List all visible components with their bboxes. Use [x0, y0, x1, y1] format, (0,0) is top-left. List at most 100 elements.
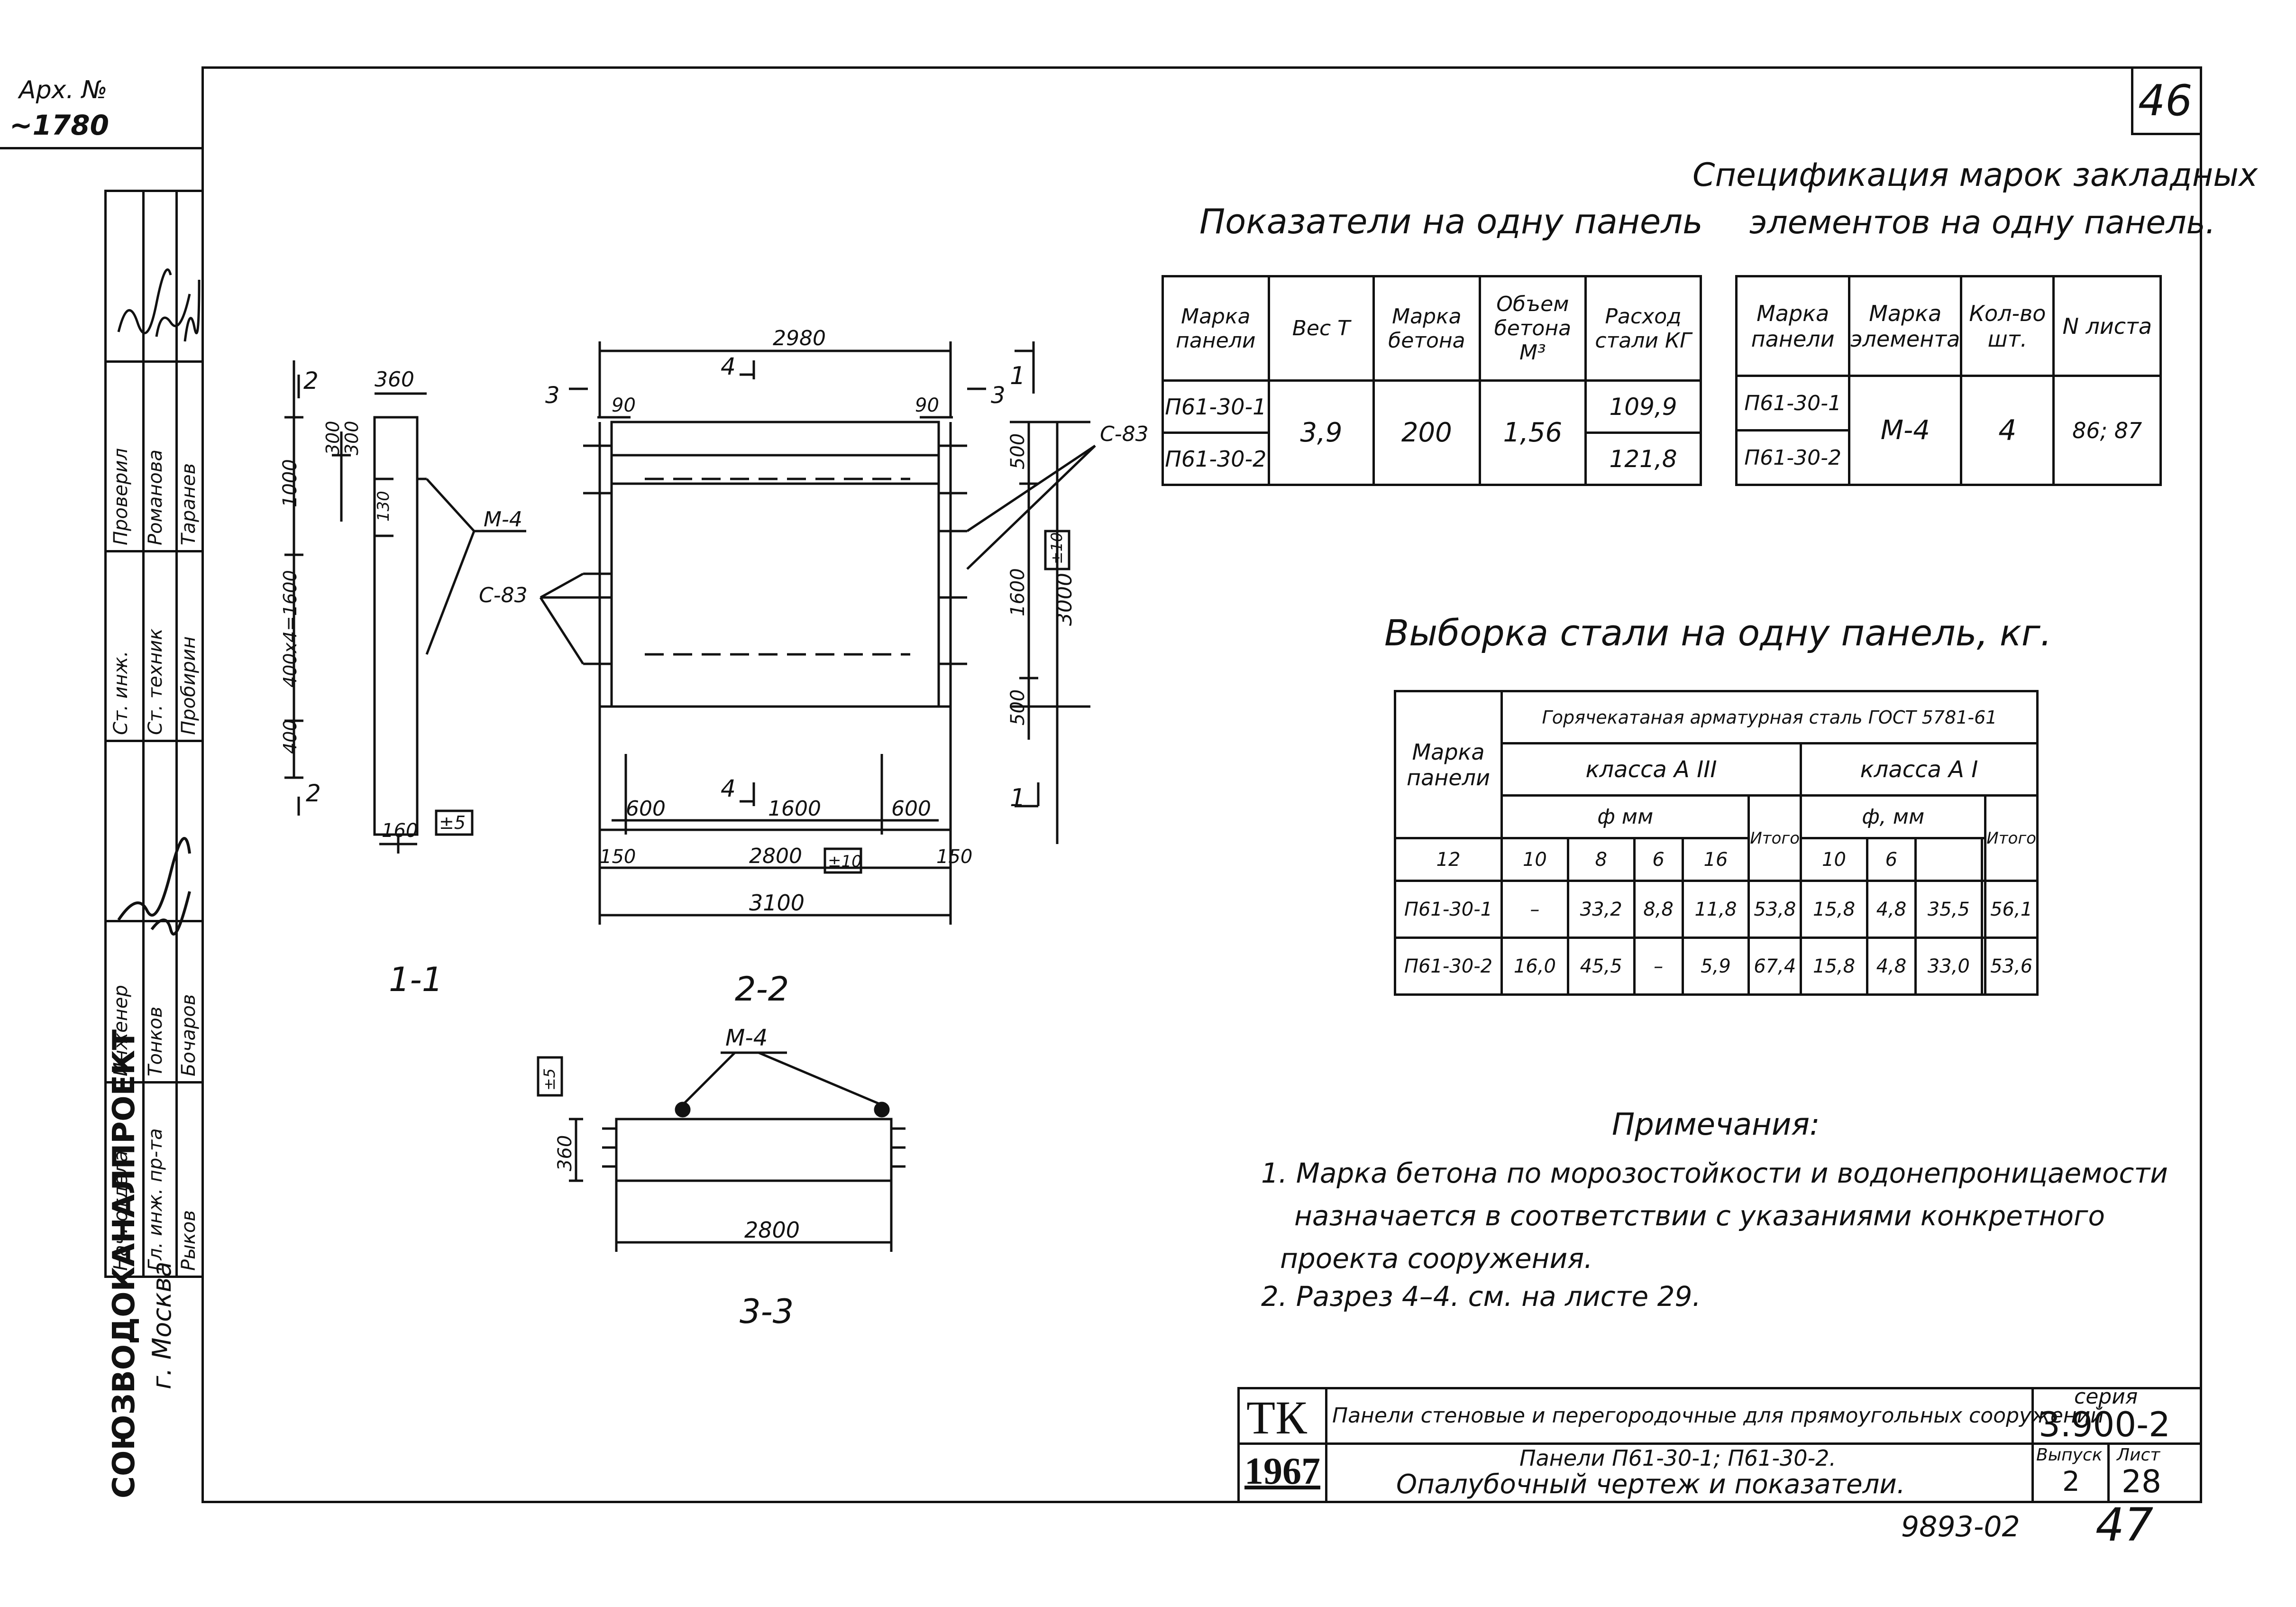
note-line-2: назначается в соответствии с указаниями … [1294, 1200, 2105, 1232]
tk-label: ТК [1246, 1391, 1307, 1444]
embedded-title-1: Спецификация марок закладных [1692, 156, 2258, 194]
mark-s2b: 2 [306, 780, 321, 807]
dim-500b: 500 [1007, 689, 1029, 725]
note-line-4: 2. Разрез 4–4. см. на листе 29. [1261, 1280, 1701, 1313]
emb-sheet: 86; 87 [2052, 375, 2162, 486]
steel-dia: 8 [1566, 837, 1636, 882]
dim-400x4: 400х4=1600 [280, 570, 301, 688]
steel-total: 53,8 [1747, 880, 1802, 939]
note-line-1: 1. Марка бетона по морозостойкости и вод… [1261, 1157, 2168, 1189]
embedded-title-2: элементов на одну панель. [1749, 204, 2216, 241]
steel-title: Выборка стали на одну панель, кг. [1384, 612, 2052, 654]
ind-h-weight: Вес Т [1267, 275, 1375, 382]
series-number: 3.900-2 [2039, 1405, 2170, 1444]
steel-h-group: Горячекатаная арматурная сталь ГОСТ 5781… [1500, 690, 2039, 744]
dim-300: 300 [322, 421, 343, 455]
note-line-3: проекта сооружения. [1280, 1242, 1593, 1275]
steel-cell: – [1633, 937, 1684, 996]
steel-dia: 10 [1500, 837, 1569, 882]
steel-h-dia-a1: ф, мм [1800, 794, 1987, 839]
dim-1600: 1600 [1007, 568, 1029, 616]
dim-600: 600 [626, 797, 666, 821]
ind-r1-steel: 109,9 [1584, 379, 1702, 434]
section-label-1-1: 1-1 [389, 960, 443, 999]
section-label-2-2: 2-2 [735, 970, 789, 1009]
issue-number: 2 [2062, 1465, 2080, 1497]
dim-2800: 2800 [749, 844, 802, 868]
mark-m4: М-4 [484, 507, 522, 532]
tol-5b: ±5 [540, 1068, 558, 1091]
sheet-label: Лист [2117, 1445, 2160, 1465]
ind-r2-steel: 121,8 [1584, 432, 1702, 486]
steel-cell: 5,9 [1681, 937, 1750, 996]
sheet-number: 28 [2122, 1463, 2161, 1500]
emb-h-element: Марка элемента [1848, 275, 1963, 377]
emb-r2-mark: П61-30-2 [1735, 429, 1851, 486]
ind-h-steel: Расход стали КГ [1584, 275, 1702, 382]
steel-dia: 6 [1866, 837, 1917, 882]
steel-h-mark: Марка панели [1394, 690, 1503, 839]
steel-dia: 16 [1681, 837, 1750, 882]
ind-volume: 1,56 [1478, 379, 1587, 486]
sheet-corner-box [2131, 66, 2200, 135]
steel-cell: 11,8 [1681, 880, 1750, 939]
mark-m4b: М-4 [725, 1025, 768, 1051]
tol-5: ±5 [439, 812, 466, 833]
archive-number: ~1780 [9, 109, 110, 141]
mark-s3a: 3 [545, 382, 560, 409]
dim-1600b: 1600 [768, 797, 821, 821]
dim-600b: 600 [891, 797, 931, 821]
emb-qty: 4 [1960, 375, 2055, 486]
steel-h-total-a3: Итого [1747, 794, 1802, 882]
mark-c83b: С-83 [1100, 422, 1149, 446]
dim-1000: 1000 [279, 459, 301, 507]
ind-r2-mark: П61-30-2 [1162, 432, 1270, 486]
notes-title: Примечания: [1612, 1107, 1820, 1142]
steel-cell: 4,8 [1866, 937, 1917, 996]
steel-h-a1: класса А I [1800, 742, 2039, 797]
dim-2980: 2980 [773, 326, 826, 350]
dim-2800b: 2800 [744, 1217, 800, 1243]
dim-3000: 3000 [1052, 573, 1077, 626]
bottom-page: 47 [2095, 1498, 2154, 1552]
archive-label: Арх. № [19, 76, 108, 104]
issue-label: Выпуск [2036, 1445, 2103, 1465]
dim-90a: 90 [612, 395, 636, 416]
steel-dia: 10 [1800, 837, 1868, 882]
dim-150a: 150 [600, 846, 636, 868]
steel-h-a3: класса А III [1500, 742, 1802, 797]
dim-90b: 90 [915, 395, 939, 416]
dim-300b: 300 [341, 421, 362, 455]
drawing-texts: 1-1 2-2 3-3 2980 360 90 90 160 ±5 600 16… [279, 326, 1149, 1331]
emb-h-qty: Кол-во шт. [1960, 275, 2055, 377]
steel-h-total-a1: Итого [1984, 794, 2039, 882]
steel-cell: 35,5 [1914, 880, 1983, 939]
ind-weight: 3,9 [1267, 379, 1375, 486]
steel-cell: 4,8 [1866, 880, 1917, 939]
dim-360: 360 [375, 367, 414, 392]
indicators-title: Показатели на одну панель [1199, 202, 1703, 241]
signatures [117, 268, 201, 936]
steel-dia: 12 [1394, 837, 1503, 882]
mark-s4b: 4 [721, 775, 736, 802]
steel-cell: 45,5 [1566, 937, 1636, 996]
dim-3100: 3100 [749, 890, 805, 916]
dim-160: 160 [382, 820, 418, 842]
tol-10: ±10 [1048, 532, 1066, 564]
dim-500: 500 [1007, 433, 1029, 469]
steel-total: 67,4 [1747, 937, 1802, 996]
section-label-3-3: 3-3 [740, 1292, 794, 1331]
steel-table: Марка панели Горячекатаная арматурная ст… [1394, 690, 2039, 996]
title-line-1: Панели стеновые и перегородочные для пря… [1332, 1404, 2104, 1428]
steel-dia [1914, 837, 1983, 882]
ind-h-mark: Марка панели [1162, 275, 1270, 382]
ind-concrete: 200 [1372, 379, 1481, 486]
embedded-table: Марка панели Марка элемента Кол-во шт. N… [1735, 275, 2162, 486]
mark-s3b: 3 [991, 382, 1006, 409]
emb-element: М-4 [1848, 375, 1963, 486]
title-line-2: Панели П61-30-1; П61-30-2. [1519, 1445, 1837, 1471]
steel-h-dia-a3: ф мм [1500, 794, 1750, 839]
year-label: 1967 [1244, 1451, 1320, 1492]
emb-r1-mark: П61-30-1 [1735, 375, 1851, 432]
